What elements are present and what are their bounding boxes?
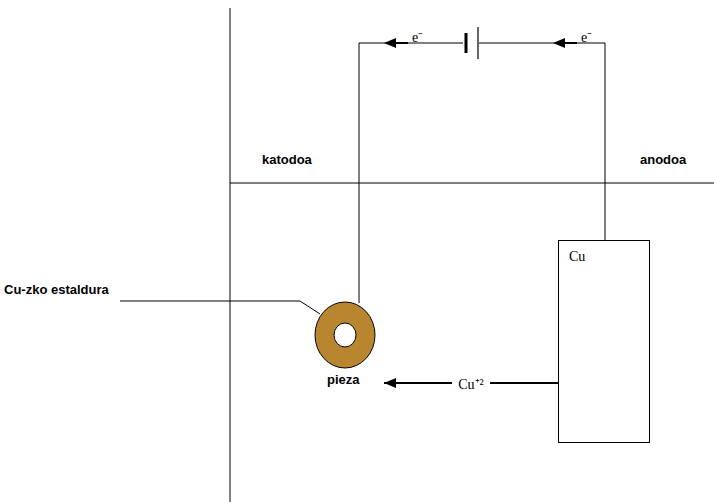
- divider-line: [230, 183, 714, 184]
- wire: [359, 43, 463, 303]
- anode-plate: Cu: [558, 240, 650, 443]
- electron-arrow: [553, 38, 565, 48]
- arrow-head: [384, 378, 396, 388]
- copper-coating: [315, 302, 375, 368]
- battery-symbol: [465, 33, 468, 53]
- leader-line: [120, 301, 320, 314]
- wire: [479, 43, 605, 240]
- battery-symbol: [477, 27, 478, 59]
- workpiece-ring: [310, 300, 380, 370]
- electron-label: e⁻: [412, 27, 423, 46]
- coating-label: Cu-zko estaldura: [4, 279, 114, 301]
- electrode-label: katodoa: [262, 152, 312, 167]
- electron-arrow: [384, 38, 396, 48]
- anode-material: Cu: [569, 249, 639, 265]
- workpiece-label: pieza: [327, 372, 360, 387]
- electron-label: e⁻: [581, 27, 592, 46]
- ion-label: Cu⁺²: [452, 374, 490, 393]
- divider-line: [230, 8, 231, 502]
- workpiece-ring: pieza: [310, 300, 380, 396]
- electron-arrow: [396, 42, 408, 44]
- ring-hole: [334, 323, 356, 347]
- electron-arrow: [565, 42, 577, 44]
- electrode-label: anodoa: [640, 152, 686, 167]
